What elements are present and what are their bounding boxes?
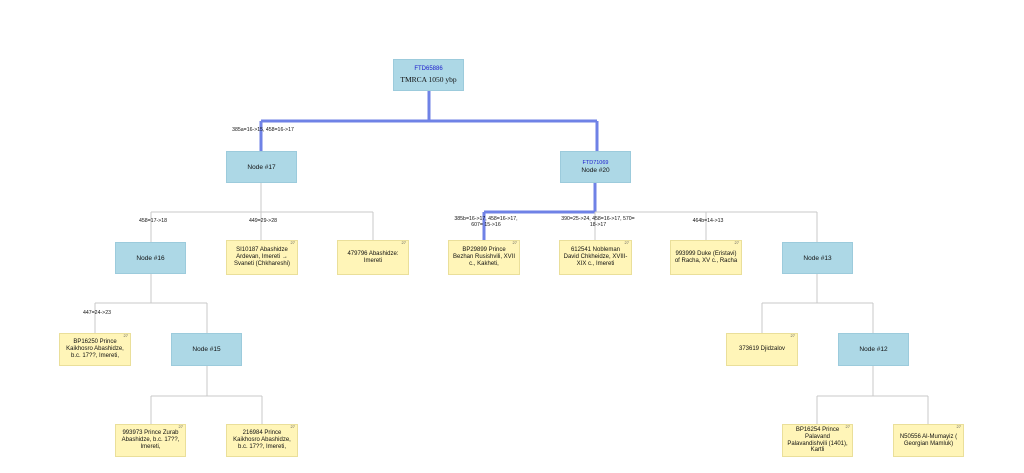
node-12[interactable]: Node #12 (838, 333, 909, 366)
leaf-label: 479796 Abashidze: Imereti (347, 250, 399, 264)
mutation-label-node-17: 385a=16->15, 458=16->17 (232, 127, 294, 133)
leaf-label: 993973 Prince Zurab Abashidze, b.c. 17??… (121, 430, 180, 450)
highlight-path (259, 91, 599, 240)
leaf-label: BP16254 Prince Palavand Palavandishvili … (787, 426, 848, 454)
leaf-n50556[interactable]: 27 N50556 Al-Mumayiz ( Georgian Mamluk) (893, 424, 964, 457)
leaf-612541[interactable]: 27 612541 Nobleman David Chkheidze, XVII… (559, 240, 632, 275)
leaf-marker: 27 (845, 424, 850, 429)
node-13[interactable]: Node #13 (782, 242, 853, 274)
leaf-marker: 27 (512, 240, 517, 245)
leaf-si10187[interactable]: 27 SI10187 Abashidze Ardevan, Imereti → … (226, 240, 298, 275)
leaf-marker: 27 (956, 424, 961, 429)
mutation-label-bp16250: 447=24->23 (83, 310, 111, 316)
leaf-bp29899[interactable]: 27 BP29899 Prince Bezhan Rusishvili, XVI… (448, 240, 520, 275)
root-tmrca: TMRCA 1050 ybp (400, 74, 457, 84)
node-20[interactable]: FTD71069 Node #20 (560, 151, 631, 183)
leaf-marker: 27 (790, 333, 795, 338)
leaf-373619[interactable]: 27 373619 Djidzalov (726, 333, 798, 366)
leaf-993973[interactable]: 27 993973 Prince Zurab Abashidze, b.c. 1… (115, 424, 186, 457)
node-12-label: Node #12 (859, 346, 888, 353)
leaf-bp16254[interactable]: 27 BP16254 Prince Palavand Palavandishvi… (782, 424, 853, 457)
mutation-label-node-16: 458=17->18 (139, 218, 167, 224)
leaf-479796[interactable]: 27 479796 Abashidze: Imereti (337, 240, 409, 275)
leaf-216984[interactable]: 27 216984 Prince Kaikhosro Abashidze, b.… (226, 424, 298, 457)
node-15-label: Node #15 (192, 346, 221, 353)
node-20-label: Node #20 (581, 166, 610, 174)
mutation-label-612541: 390=25->24, 458=16->17, 570= 18->17 (561, 216, 635, 228)
leaf-marker: 27 (734, 240, 739, 245)
node-16-label: Node #16 (136, 254, 165, 262)
node-17-label: Node #17 (247, 163, 276, 171)
leaf-marker: 27 (401, 240, 406, 245)
leaf-label: SI10187 Abashidze Ardevan, Imereti → Sva… (233, 247, 291, 267)
mutation-label-993999: 464b=14->13 (692, 218, 724, 224)
leaf-marker: 27 (624, 240, 629, 245)
node-13-label: Node #13 (803, 254, 832, 262)
node-15[interactable]: Node #15 (171, 333, 242, 366)
leaf-label: BP29899 Prince Bezhan Rusishvili, XVII c… (452, 247, 516, 267)
mutation-label-bp29899: 385b=16->17, 458=16->17, 607= 15->16 (454, 216, 518, 228)
leaf-marker: 27 (290, 240, 295, 245)
mutation-label-si10187: 449=29->28 (249, 218, 277, 224)
root-node[interactable]: FTD65886 TMRCA 1050 ybp (393, 59, 464, 91)
node-16[interactable]: Node #16 (115, 242, 186, 274)
leaf-label: BP16250 Prince Kaikhosro Abashidze, b.c.… (66, 339, 124, 359)
leaf-bp16250[interactable]: 27 BP16250 Prince Kaikhosro Abashidze, b… (59, 333, 131, 366)
leaf-marker: 27 (123, 333, 128, 338)
leaf-993999[interactable]: 27 993999 Duke (Eristavi) of Racha, XV c… (670, 240, 742, 275)
leaf-label: 216984 Prince Kaikhosro Abashidze, b.c. … (233, 430, 291, 450)
leaf-label: 993999 Duke (Eristavi) of Racha, XV c., … (674, 250, 738, 264)
leaf-label: N50556 Al-Mumayiz ( Georgian Mamluk) (899, 433, 958, 447)
node-17[interactable]: Node #17 (226, 151, 297, 183)
leaf-label: 373619 Djidzalov (738, 346, 786, 353)
gray-edges (94, 183, 929, 424)
node-20-haplogroup: FTD71069 (582, 160, 609, 167)
leaf-marker: 27 (178, 424, 183, 429)
root-haplogroup: FTD65886 (414, 66, 443, 73)
leaf-label: 612541 Nobleman David Chkheidze, XVIII-X… (563, 247, 628, 267)
leaf-marker: 27 (290, 424, 295, 429)
